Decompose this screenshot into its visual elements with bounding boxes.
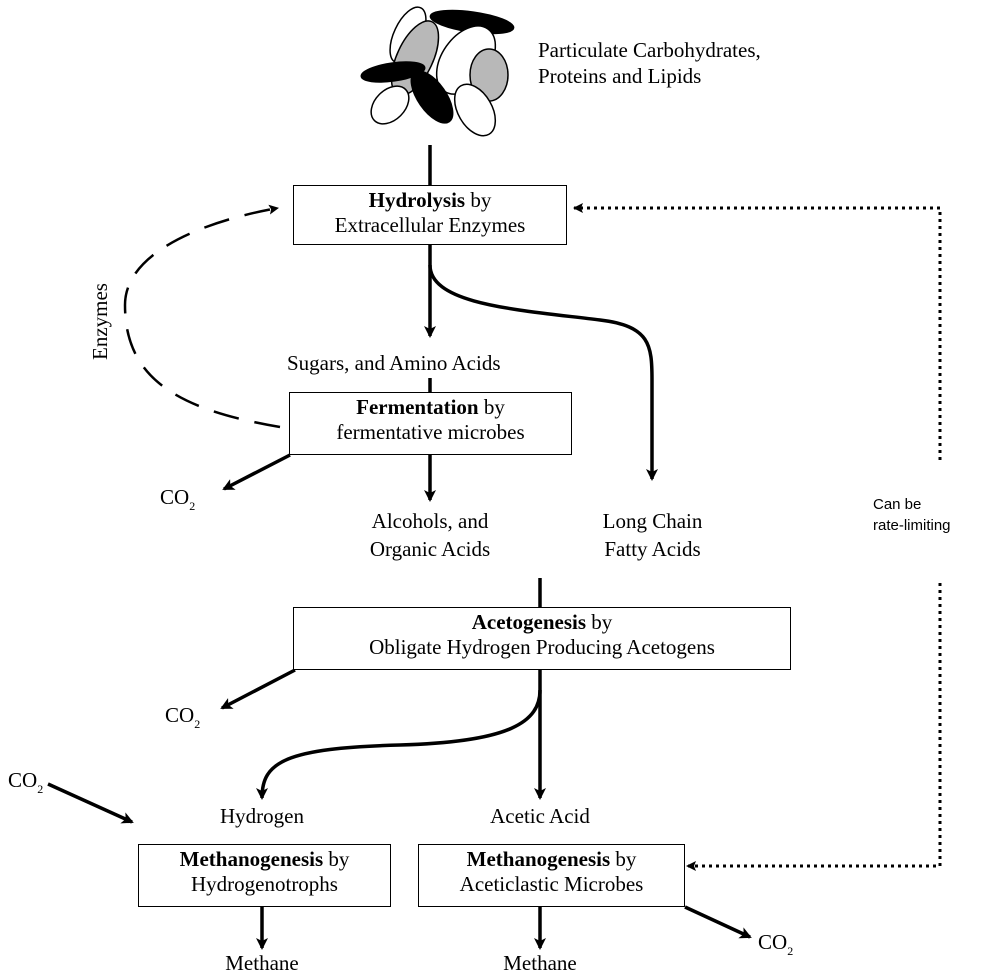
hydrolysis-by: by bbox=[465, 188, 492, 212]
particles-label-line1: Particulate Carbohydrates, bbox=[538, 38, 761, 62]
methane-label-hydrogenotrophs: Methane bbox=[225, 951, 299, 975]
methanogenesis-hydrogenotrophs-box: Methanogenesis by Hydrogenotrophs bbox=[138, 844, 391, 907]
acetogenesis-title: Acetogenesis bbox=[471, 610, 587, 634]
lcfa-label-line1: Long Chain bbox=[602, 509, 703, 533]
acetic-acid-label: Acetic Acid bbox=[490, 804, 590, 828]
rate-limiting-label-line2: rate-limiting bbox=[873, 517, 951, 534]
arrow-methanogenesis-a-to-co2 bbox=[684, 905, 752, 939]
acetogenesis-by: by bbox=[586, 610, 613, 634]
fermentation-by: by bbox=[478, 395, 505, 419]
hydrolysis-box: Hydrolysis by Extracellular Enzymes bbox=[293, 185, 567, 245]
co2-input: CO2 bbox=[8, 768, 44, 796]
arrow-fermentation-to-co2 bbox=[222, 453, 291, 491]
hydrolysis-title: Hydrolysis bbox=[368, 188, 466, 212]
rate-limiting-label-line1: Can be bbox=[873, 496, 922, 513]
methanogenesis-a-agent: Aceticlastic Microbes bbox=[459, 872, 644, 896]
fermentation-box: Fermentation by fermentative microbes bbox=[289, 392, 572, 455]
alcohols-label-line2: Organic Acids bbox=[369, 537, 491, 561]
acetogenesis-agent: Obligate Hydrogen Producing Acetogens bbox=[369, 635, 715, 659]
sugars-label: Sugars, and Amino Acids bbox=[287, 351, 501, 375]
rate-limiting-arrow-methanogenesis bbox=[686, 583, 942, 871]
arrow-acetogenesis-to-hydrogen bbox=[256, 689, 542, 800]
acetogenesis-box: Acetogenesis by Obligate Hydrogen Produc… bbox=[293, 607, 791, 670]
co2-acetogenesis: CO2 bbox=[165, 703, 201, 731]
co2-methanogenesis: CO2 bbox=[758, 930, 794, 958]
fermentation-title: Fermentation bbox=[356, 395, 479, 419]
methanogenesis-h-agent: Hydrogenotrophs bbox=[191, 872, 338, 896]
particles-label-line2: Proteins and Lipids bbox=[538, 64, 702, 88]
lcfa-label-line2: Fatty Acids bbox=[604, 537, 701, 561]
arrow-hydrolysis-to-lcfa bbox=[428, 264, 658, 481]
rate-limiting-arrow-hydrolysis bbox=[573, 203, 942, 460]
hydrogen-label: Hydrogen bbox=[220, 804, 304, 828]
arrow-co2-to-methanogenesis bbox=[47, 782, 134, 824]
particles-illustration bbox=[360, 6, 515, 137]
enzymes-feedback-arrow bbox=[123, 204, 281, 429]
methanogenesis-a-by: by bbox=[610, 847, 637, 871]
methanogenesis-a-title: Methanogenesis bbox=[466, 847, 611, 871]
methanogenesis-h-title: Methanogenesis bbox=[179, 847, 324, 871]
fermentation-agent: fermentative microbes bbox=[336, 420, 525, 444]
enzymes-label: Enzymes bbox=[88, 283, 112, 360]
hydrolysis-agent: Extracellular Enzymes bbox=[334, 213, 526, 237]
co2-fermentation: CO2 bbox=[160, 485, 196, 513]
alcohols-label-line1: Alcohols, and bbox=[371, 509, 489, 533]
methanogenesis-h-by: by bbox=[323, 847, 350, 871]
methanogenesis-aceticlastic-box: Methanogenesis by Aceticlastic Microbes bbox=[418, 844, 685, 907]
methane-label-aceticlastic: Methane bbox=[503, 951, 577, 975]
arrow-acetogenesis-to-co2 bbox=[220, 668, 296, 710]
